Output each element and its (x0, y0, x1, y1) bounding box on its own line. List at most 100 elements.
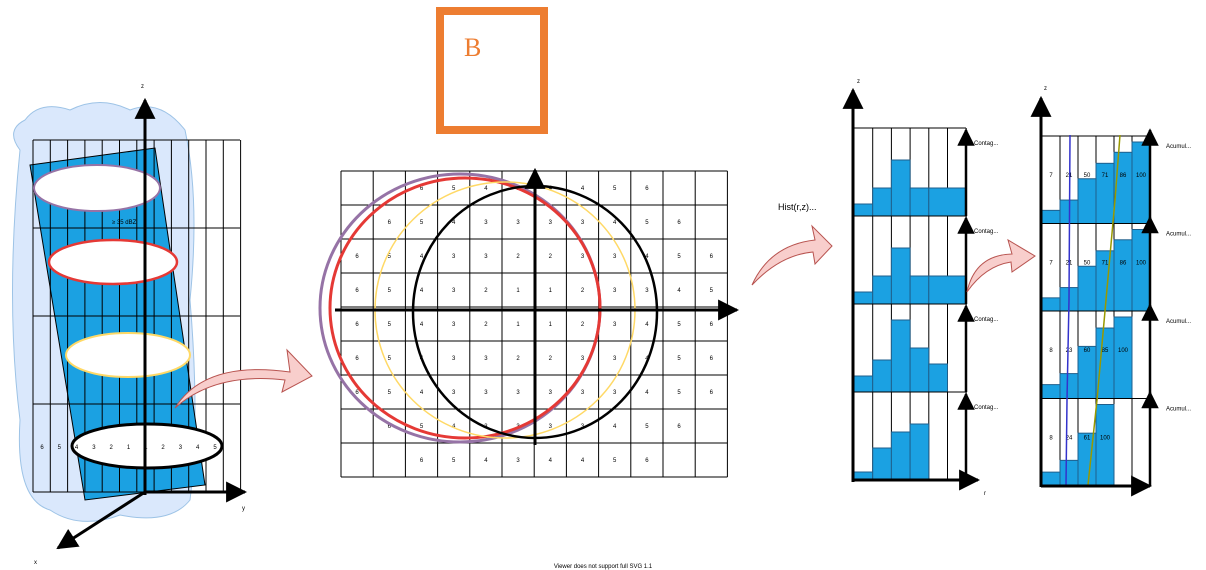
panel-badge: B (440, 11, 544, 130)
histogram-bar (873, 360, 892, 392)
cell-number: 3 (549, 220, 553, 226)
threshold-label: ≥ 35 dBZ (112, 220, 137, 226)
panel-cumulative: 721507186100Acumul...721507186100Acumul.… (1041, 86, 1191, 487)
cell-number: 3 (484, 390, 488, 396)
cell-number: 5 (388, 322, 392, 328)
histogram-rows: Contag...Contag...Contag...Contag... (854, 128, 999, 480)
cell-number: 6 (677, 220, 681, 226)
cell-number: 4 (420, 322, 424, 328)
cumulative-bar (1042, 210, 1060, 223)
circle-red (330, 178, 600, 438)
cell-number: 4 (613, 424, 617, 430)
row-label: Acumul... (1166, 407, 1191, 413)
cell-number: 3 (613, 390, 617, 396)
row-label: Acumul... (1166, 232, 1191, 238)
panel-histograms: Contag...Contag...Contag...Contag... z r (853, 79, 999, 497)
cell-number: 3 (452, 390, 456, 396)
cell-number: 2 (516, 254, 520, 260)
cell-number: 3 (581, 254, 585, 260)
histogram-bar (891, 432, 910, 480)
histogram-bar (891, 160, 910, 216)
cumulative-value: 50 (1084, 173, 1091, 179)
cell-number: 5 (420, 220, 424, 226)
cumulative-value: 100 (1136, 173, 1147, 179)
cell-number: 3 (613, 254, 617, 260)
cell-number: 4 (645, 322, 649, 328)
arrow-to-grid (175, 350, 312, 408)
hist-r-label: r (984, 491, 986, 497)
cum-z-label: z (1044, 86, 1047, 92)
cell-number: 6 (355, 254, 359, 260)
cell-number: 6 (355, 288, 359, 294)
cell-number: 3 (581, 220, 585, 226)
cell-number: 5 (645, 220, 649, 226)
cell-number: 2 (484, 288, 488, 294)
hist-z-label: z (857, 79, 860, 85)
row-label: Contag... (974, 405, 999, 411)
row-label: Contag... (974, 317, 999, 323)
cell-number: 5 (452, 458, 456, 464)
cell-number: 3 (516, 390, 520, 396)
cumulative-bar (1078, 179, 1096, 224)
cell-number: 3 (452, 288, 456, 294)
cell-number: 6 (645, 458, 649, 464)
x-axis-label: x (34, 560, 37, 566)
histogram-bar (873, 276, 892, 304)
cell-number: 5 (613, 186, 617, 192)
histogram-bar (854, 204, 873, 216)
cell-number: 6 (710, 254, 714, 260)
cumulative-bar (1060, 374, 1078, 399)
cell-number: 6 (710, 322, 714, 328)
cell-number: 5 (677, 322, 681, 328)
cell-number: 3 (452, 322, 456, 328)
cell-number: 3 (516, 220, 520, 226)
cell-number: 6 (420, 458, 424, 464)
cell-number: 3 (516, 458, 520, 464)
cell-number: 5 (388, 390, 392, 396)
cell-number: 5 (677, 254, 681, 260)
cell-number: 5 (677, 390, 681, 396)
ellipse-red (49, 240, 177, 284)
cell-number: 4 (581, 458, 585, 464)
row-label: Acumul... (1166, 144, 1191, 150)
cell-number: 5 (420, 424, 424, 430)
histogram-bar (910, 424, 929, 480)
cumulative-value: 8 (1049, 348, 1053, 354)
cumulative-bar (1042, 298, 1060, 311)
cell-number: 4 (484, 186, 488, 192)
cumulative-bar (1096, 405, 1114, 487)
row-label: Acumul... (1166, 319, 1191, 325)
cumulative-bar (1114, 317, 1132, 399)
cell-number: 4 (452, 220, 456, 226)
badge-frame (440, 11, 544, 130)
histogram-bar (891, 248, 910, 304)
cell-number: 3 (613, 322, 617, 328)
histogram-bar (873, 188, 892, 216)
cell-number: 1 (516, 322, 520, 328)
cell-number: 6 (710, 356, 714, 362)
cell-number: 4 (484, 458, 488, 464)
cell-number: 4 (677, 288, 681, 294)
cell-number: 2 (549, 356, 553, 362)
svg-support-note: Viewer does not support full SVG 1.1 (554, 564, 653, 570)
cumulative-value: 100 (1100, 436, 1111, 442)
cumulative-value: 61 (1084, 436, 1091, 442)
cell-number: 3 (645, 288, 649, 294)
cumulative-value: 85 (1102, 348, 1109, 354)
cell-number: 5 (710, 288, 714, 294)
cumulative-value: 50 (1084, 261, 1091, 267)
panel-horizontal-grid: 6543445665433334566543322334566543211233… (320, 170, 737, 477)
cumulative-bar (1078, 346, 1096, 398)
cell-number: 6 (420, 186, 424, 192)
badge-letter: B (464, 33, 481, 62)
cell-number: 5 (613, 458, 617, 464)
cell-number: 5 (677, 356, 681, 362)
arrow-to-cumulative (967, 240, 1035, 292)
y-axis-label: y (242, 506, 245, 512)
histogram-bar (854, 376, 873, 392)
cumulative-value: 23 (1066, 348, 1073, 354)
cell-number: 3 (484, 356, 488, 362)
cell-number: 6 (355, 322, 359, 328)
cumulative-bar (1042, 385, 1060, 399)
